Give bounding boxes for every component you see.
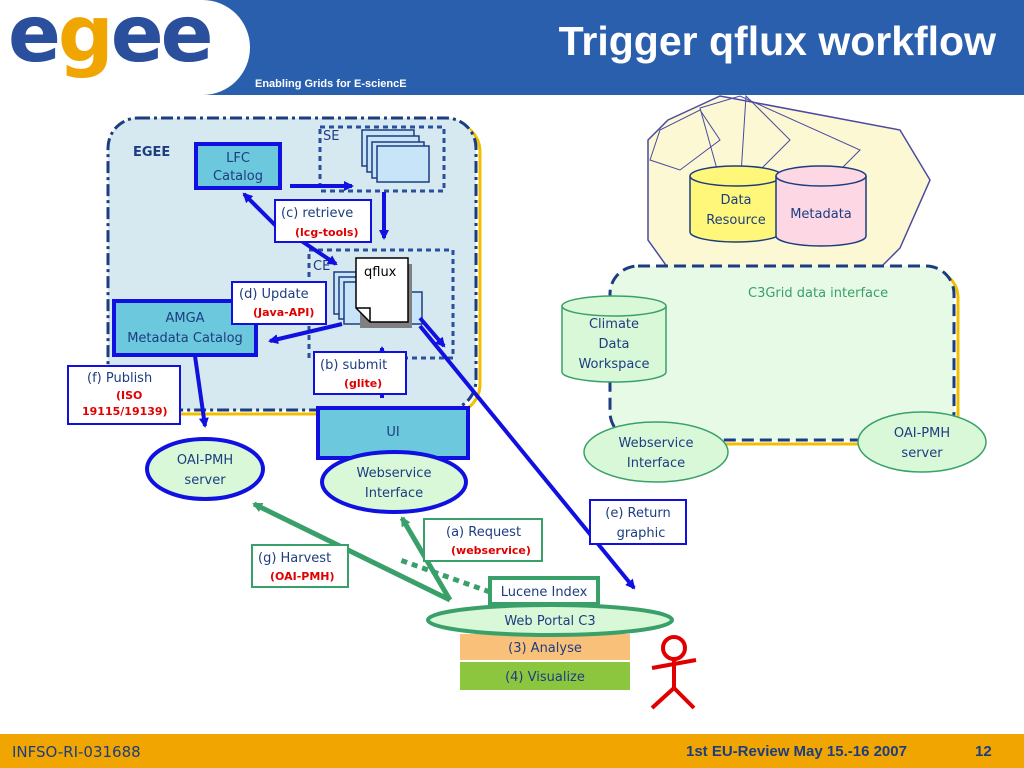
submit-tool: (glite) (344, 377, 382, 390)
se-label: SE (323, 129, 339, 144)
user-icon (650, 635, 697, 710)
request-label-box: (a) Request (webservice) (423, 518, 543, 562)
qflux-document-icon: qflux (355, 257, 412, 328)
ui-box: UI (316, 406, 470, 460)
request-tool: (webservice) (451, 544, 531, 557)
retrieve-label: (c) retrieve (281, 206, 353, 221)
webservice-c3-line1: Webservice (619, 436, 694, 451)
ui-label: UI (386, 425, 399, 440)
climate-line3: Workspace (578, 357, 649, 372)
footer-bar: INFSO-RI-031688 1st EU-Review May 15.-16… (0, 734, 1024, 768)
return-label-box: (e) Return graphic (589, 499, 687, 545)
event-label: 1st EU-Review May 15.-16 2007 (686, 743, 907, 760)
climate-line2: Data (598, 337, 629, 352)
egee-label: EGEE (133, 145, 170, 160)
ce-label: CE (313, 259, 330, 274)
retrieve-tool: (lcg-tools) (295, 226, 358, 239)
data-resource-line2: Resource (706, 213, 766, 228)
data-resource-line1: Data (720, 193, 751, 208)
metadata-cylinder: Metadata (775, 165, 867, 247)
qflux-label: qflux (364, 265, 397, 280)
analyse-box: (3) Analyse (460, 634, 630, 660)
arrow-ce-right-down (418, 316, 446, 348)
c3grid-region: C3Grid data interface (608, 264, 960, 446)
amga-line2: Metadata Catalog (127, 331, 243, 346)
arrow-ce-to-amga (268, 322, 343, 345)
tagline: Enabling Grids for E-sciencE (255, 78, 407, 90)
webservice-egee-line2: Interface (365, 486, 423, 501)
webservice-c3-line2: Interface (627, 456, 685, 471)
webservice-egee-line1: Webservice (357, 466, 432, 481)
page-number: 12 (975, 743, 992, 760)
lucene-dotted-link (399, 557, 491, 595)
return-line2: graphic (617, 526, 666, 541)
lfc-catalog-line1: LFC (226, 151, 250, 166)
retrieve-label-box: (c) retrieve (lcg-tools) (274, 199, 372, 243)
metadata-label: Metadata (790, 207, 852, 222)
arrow-retrieve-to-lfc (242, 192, 280, 230)
oai-right-line2: server (901, 446, 943, 461)
lfc-catalog: LFC Catalog (194, 142, 282, 190)
publish-tool1: (ISO (116, 389, 142, 402)
oai-left-line2: server (184, 473, 226, 488)
header-bar: egee Enabling Grids for E-sciencE Trigge… (0, 0, 1024, 95)
update-label: (d) Update (239, 287, 309, 302)
publish-label-box: (f) Publish (ISO 19115/19139) (67, 365, 181, 425)
logo-background: egee (0, 0, 250, 95)
amga-line1: AMGA (165, 311, 204, 326)
analyse-label: (3) Analyse (508, 641, 582, 656)
update-label-box: (d) Update (Java-API) (231, 281, 327, 325)
lucene-index: Lucene Index (488, 576, 600, 606)
se-box: SE (318, 125, 446, 193)
data-resource-cylinder: Data Resource (689, 165, 783, 243)
egee-logo: egee (8, 0, 214, 80)
visualize-box: (4) Visualize (460, 662, 630, 690)
arrow-retrieve-to-ce (298, 238, 338, 266)
oai-right-line1: OAI-PMH (894, 426, 950, 441)
oai-pmh-server-right: OAI-PMH server (857, 411, 987, 473)
oai-left-line1: OAI-PMH (177, 453, 233, 468)
webservice-c3: Webservice Interface (583, 421, 729, 483)
harvest-label: (g) Harvest (258, 551, 331, 566)
lfc-catalog-line2: Catalog (213, 169, 263, 184)
oai-pmh-server-left: OAI-PMH server (145, 437, 265, 501)
c3grid-label: C3Grid data interface (748, 286, 888, 301)
project-id: INFSO-RI-031688 (12, 743, 141, 761)
webservice-egee: Webservice Interface (320, 450, 468, 514)
lucene-label: Lucene Index (501, 585, 588, 600)
workflow-diagram: EGEE SE CE qflux LFC Catal (67, 95, 987, 710)
return-line1: (e) Return (605, 506, 670, 521)
harvest-label-box: (g) Harvest (OAI-PMH) (251, 544, 349, 588)
web-portal: Web Portal C3 (426, 603, 674, 637)
request-label: (a) Request (446, 525, 521, 540)
page-title: Trigger qflux workflow (558, 18, 996, 64)
climate-line1: Climate (589, 317, 639, 332)
update-tool: (Java-API) (253, 306, 314, 319)
publish-label: (f) Publish (87, 371, 152, 386)
publish-tool2: 19115/19139) (82, 405, 168, 418)
visualize-label: (4) Visualize (505, 670, 585, 685)
harvest-tool: (OAI-PMH) (270, 570, 335, 583)
storage-stack-icon (361, 129, 430, 183)
climate-workspace-cylinder: Climate Data Workspace (561, 295, 667, 383)
arrow-amga-to-oai (193, 355, 209, 428)
amga-catalog: AMGA Metadata Catalog (112, 299, 258, 357)
submit-label-box: (b) submit (glite) (313, 351, 407, 395)
submit-label: (b) submit (320, 358, 387, 373)
ce-box: CE qflux (307, 248, 455, 360)
web-portal-label: Web Portal C3 (504, 614, 595, 629)
arrow-harvest (252, 501, 452, 603)
